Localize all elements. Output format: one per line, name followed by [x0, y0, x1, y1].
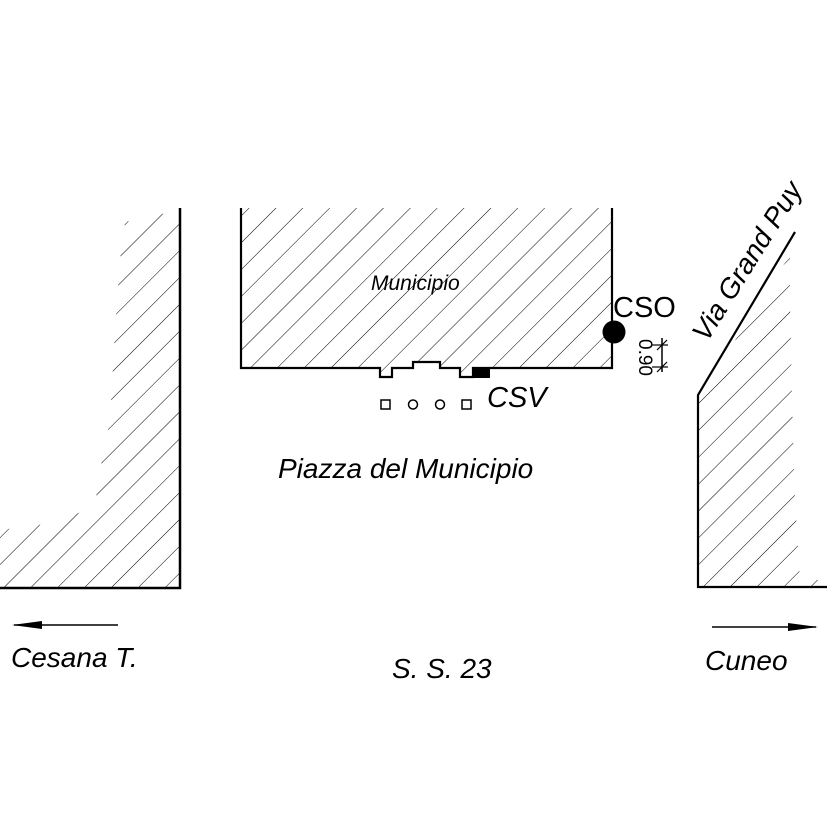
dimension-label: 0.90: [634, 339, 655, 376]
direction-right-label: Cuneo: [705, 645, 788, 676]
building-label: Municipio: [371, 272, 460, 295]
csv-marker: [472, 368, 490, 378]
arrow-left-icon: [12, 621, 118, 629]
dimension-marker: [652, 338, 668, 373]
road-label: S. S. 23: [392, 653, 492, 684]
direction-left-label: Cesana T.: [11, 642, 138, 673]
square-label: Piazza del Municipio: [278, 453, 533, 484]
cso-label: CSO: [613, 292, 676, 324]
right-building-block: [696, 231, 827, 589]
left-building-block: [0, 208, 182, 590]
bollards: [380, 399, 472, 410]
street-label: Via Grand Puy: [686, 174, 810, 346]
cso-marker: [602, 320, 626, 344]
arrow-right-icon: [712, 623, 818, 631]
csv-label: CSV: [487, 382, 549, 414]
municipio-building: [239, 208, 626, 379]
